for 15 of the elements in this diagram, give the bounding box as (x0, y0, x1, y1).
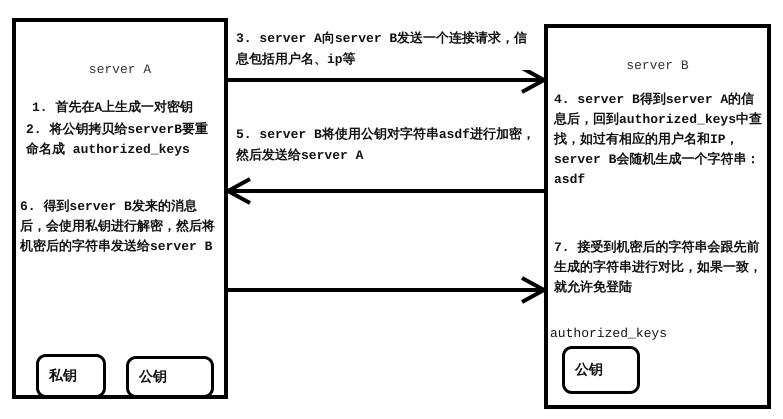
step-text: authorized_keys (550, 325, 668, 343)
key-box: 私钥 (36, 354, 106, 398)
server-box (544, 24, 771, 409)
arrow (226, 177, 544, 205)
step-text: 7. 接受到机密后的字符串会跟先前生成的字符串进行对比，如果一致，就允许免登陆 (554, 238, 763, 297)
arrow (228, 276, 546, 304)
step-text: 6. 得到server B发来的消息后，会使用私钥进行解密，然后将机密后的字符串发送给server B (20, 198, 216, 256)
server-title: server B (625, 57, 690, 75)
key-box: 公钥 (126, 356, 214, 398)
step-text: 2. 将公钥拷贝给serverB要重命名成 authorized_keys (26, 120, 210, 159)
server-box (12, 18, 228, 399)
step-text: 1. 首先在A上生成一对密钥 (32, 98, 194, 117)
step-text: 4. server B得到server A的信息后，回到authorized_keys中查找，如过有相应的用户名和IP，server B会随机生成一个字符串：asdf (554, 91, 764, 189)
server-title: server A (88, 61, 152, 79)
key-box: 公钥 (562, 346, 640, 394)
